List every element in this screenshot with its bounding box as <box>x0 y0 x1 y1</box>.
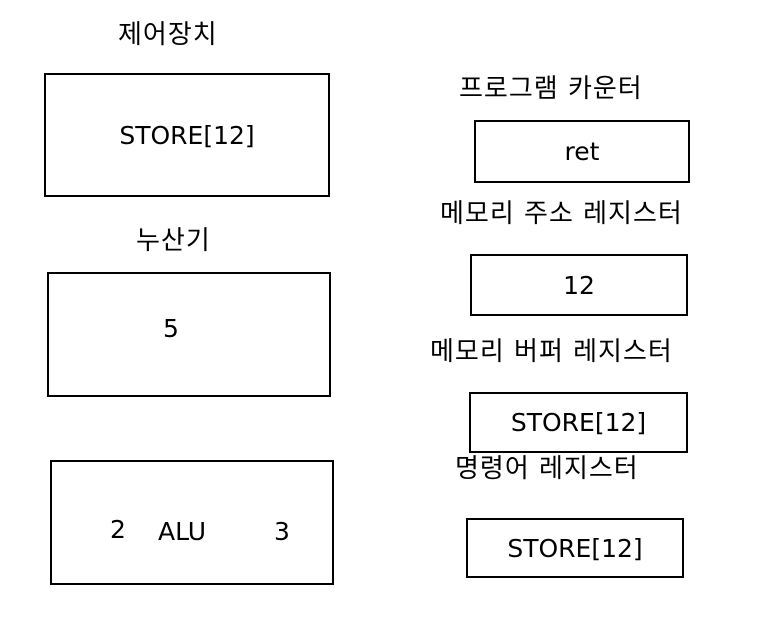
accumulator-value: 5 <box>163 314 179 343</box>
alu-left-operand: 2 <box>110 515 126 544</box>
mar-box: 12 <box>470 254 688 316</box>
mar-label: 메모리 주소 레지스터 <box>440 199 683 229</box>
instruction-register-box: STORE[12] <box>466 518 684 578</box>
mbr-box: STORE[12] <box>469 392 688 453</box>
alu-label: ALU <box>158 517 207 546</box>
instruction-register-value: STORE[12] <box>507 533 643 563</box>
alu-right-operand: 3 <box>274 517 290 546</box>
control-unit-label: 제어장치 <box>118 20 218 50</box>
instruction-register-label: 명령어 레지스터 <box>455 454 639 484</box>
mbr-label: 메모리 버퍼 레지스터 <box>430 337 673 367</box>
accumulator-box: 5 <box>47 272 331 397</box>
alu-box: 2 ALU 3 <box>50 460 334 585</box>
program-counter-value: ret <box>564 137 600 166</box>
accumulator-label: 누산기 <box>136 226 211 256</box>
program-counter-box: ret <box>474 120 690 183</box>
program-counter-label: 프로그램 카운터 <box>459 74 643 104</box>
control-unit-box: STORE[12] <box>44 73 330 197</box>
control-unit-value: STORE[12] <box>119 120 255 150</box>
mbr-value: STORE[12] <box>510 408 647 437</box>
mar-value: 12 <box>563 270 595 300</box>
